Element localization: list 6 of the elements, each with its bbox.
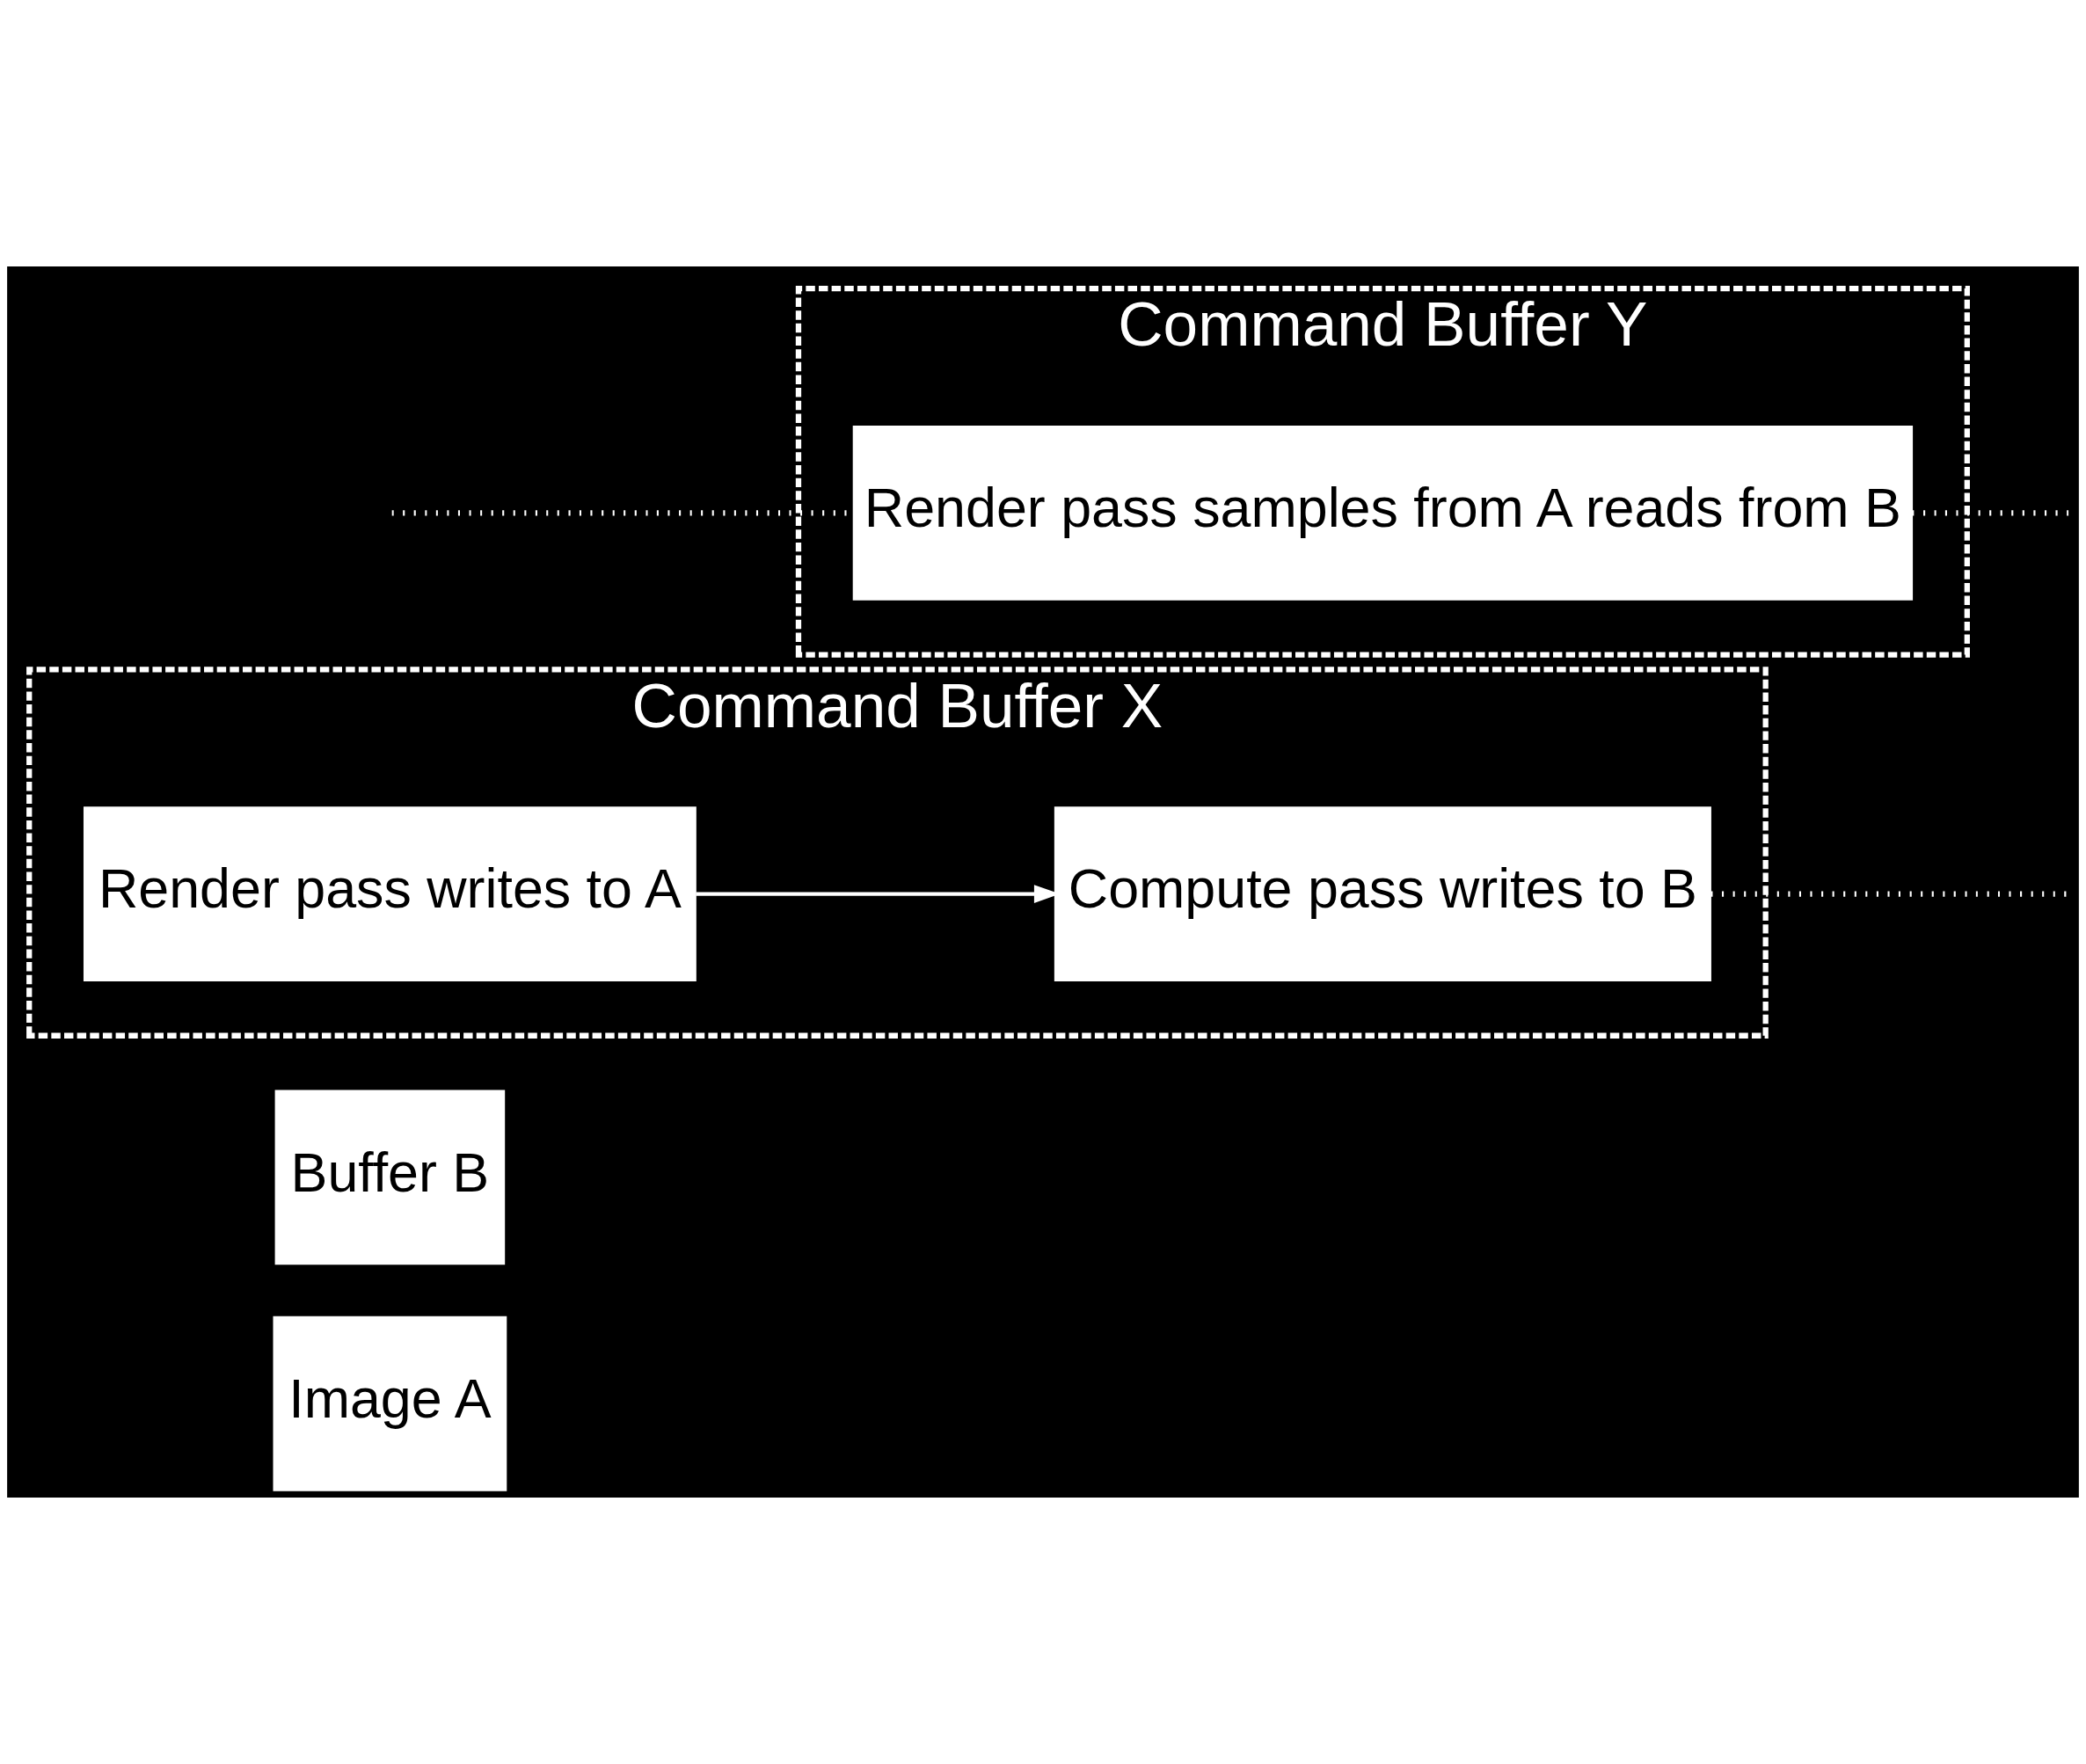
node-box: Render pass writes to A xyxy=(83,806,697,981)
node-box: Compute pass writes to B xyxy=(1054,806,1711,981)
node-box: Buffer B xyxy=(274,1090,506,1265)
node-box: Render pass samples from A reads from B xyxy=(852,426,1914,601)
connector xyxy=(1912,510,2070,516)
node-box: Image A xyxy=(273,1316,507,1491)
